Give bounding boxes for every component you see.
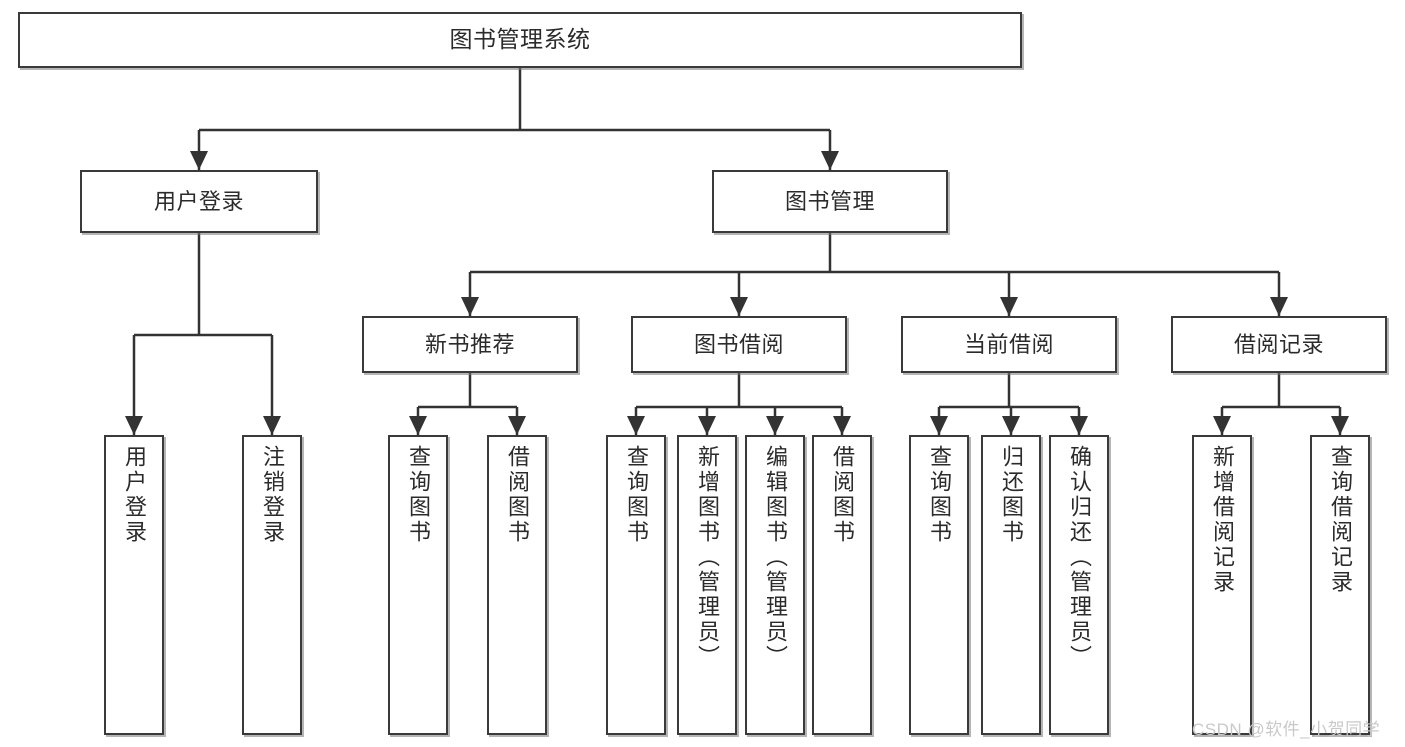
node-leaf-bw-query[interactable]: 查询图书 — [606, 435, 666, 735]
arrowhead — [461, 297, 479, 316]
node-label: 用户登录 — [122, 445, 147, 545]
node-label: 当前借阅 — [963, 331, 1054, 357]
arrowhead — [698, 416, 716, 435]
arrowhead — [627, 416, 645, 435]
arrowhead — [1002, 416, 1020, 435]
node-leaf-bw-edit[interactable]: 编辑图书（管理员） — [745, 435, 805, 735]
arrowhead — [1070, 416, 1088, 435]
node-label: 查询图书 — [406, 445, 431, 545]
node-label: 查询图书 — [927, 445, 952, 545]
node-label: 查询借阅记录 — [1328, 445, 1353, 595]
node-label: 归还图书 — [999, 445, 1024, 545]
arrowhead — [190, 151, 208, 170]
node-bookmgmt[interactable]: 图书管理 — [712, 170, 948, 233]
arrowhead — [833, 416, 851, 435]
arrowhead — [409, 416, 427, 435]
node-leaf-user-login[interactable]: 用户登录 — [104, 435, 164, 735]
node-label: 注销登录 — [260, 445, 285, 545]
node-label: 新增借阅记录 — [1210, 445, 1235, 595]
node-leaf-bw-add[interactable]: 新增图书（管理员） — [677, 435, 737, 735]
node-label: 编辑图书（管理员） — [763, 445, 788, 670]
node-label: 借阅记录 — [1233, 331, 1324, 357]
node-leaf-nb-borrow[interactable]: 借阅图书 — [487, 435, 547, 735]
node-label: 确认归还（管理员） — [1067, 445, 1092, 670]
node-newbook[interactable]: 新书推荐 — [362, 316, 578, 373]
node-borrow[interactable]: 图书借阅 — [631, 316, 847, 373]
arrowhead — [125, 416, 143, 435]
node-leaf-rec-query[interactable]: 查询借阅记录 — [1310, 435, 1370, 735]
node-label: 借阅图书 — [505, 445, 530, 545]
node-label: 新书推荐 — [424, 331, 515, 357]
node-leaf-cur-confirm[interactable]: 确认归还（管理员） — [1049, 435, 1109, 735]
arrowhead — [1213, 416, 1231, 435]
node-current[interactable]: 当前借阅 — [901, 316, 1117, 373]
node-label: 新增图书（管理员） — [695, 445, 720, 670]
node-label: 图书借阅 — [693, 331, 784, 357]
node-label: 图书管理系统 — [449, 26, 591, 53]
arrowhead — [508, 416, 526, 435]
arrowhead — [821, 151, 839, 170]
node-leaf-bw-borrow[interactable]: 借阅图书 — [812, 435, 872, 735]
node-leaf-nb-query[interactable]: 查询图书 — [388, 435, 448, 735]
arrowhead — [766, 416, 784, 435]
arrowhead — [263, 416, 281, 435]
arrowhead — [1331, 416, 1349, 435]
node-label: 查询图书 — [624, 445, 649, 545]
node-label: 借阅图书 — [830, 445, 855, 545]
node-label: 图书管理 — [784, 188, 875, 214]
arrowhead — [1270, 297, 1288, 316]
node-login[interactable]: 用户登录 — [80, 170, 318, 233]
node-leaf-cur-query[interactable]: 查询图书 — [909, 435, 969, 735]
node-leaf-user-logout[interactable]: 注销登录 — [242, 435, 302, 735]
arrowhead — [930, 416, 948, 435]
arrowhead — [730, 297, 748, 316]
node-root[interactable]: 图书管理系统 — [18, 12, 1022, 68]
arrowhead — [1000, 297, 1018, 316]
node-label: 用户登录 — [153, 188, 244, 214]
node-leaf-rec-add[interactable]: 新增借阅记录 — [1192, 435, 1252, 735]
node-records[interactable]: 借阅记录 — [1171, 316, 1387, 373]
node-leaf-cur-return[interactable]: 归还图书 — [981, 435, 1041, 735]
